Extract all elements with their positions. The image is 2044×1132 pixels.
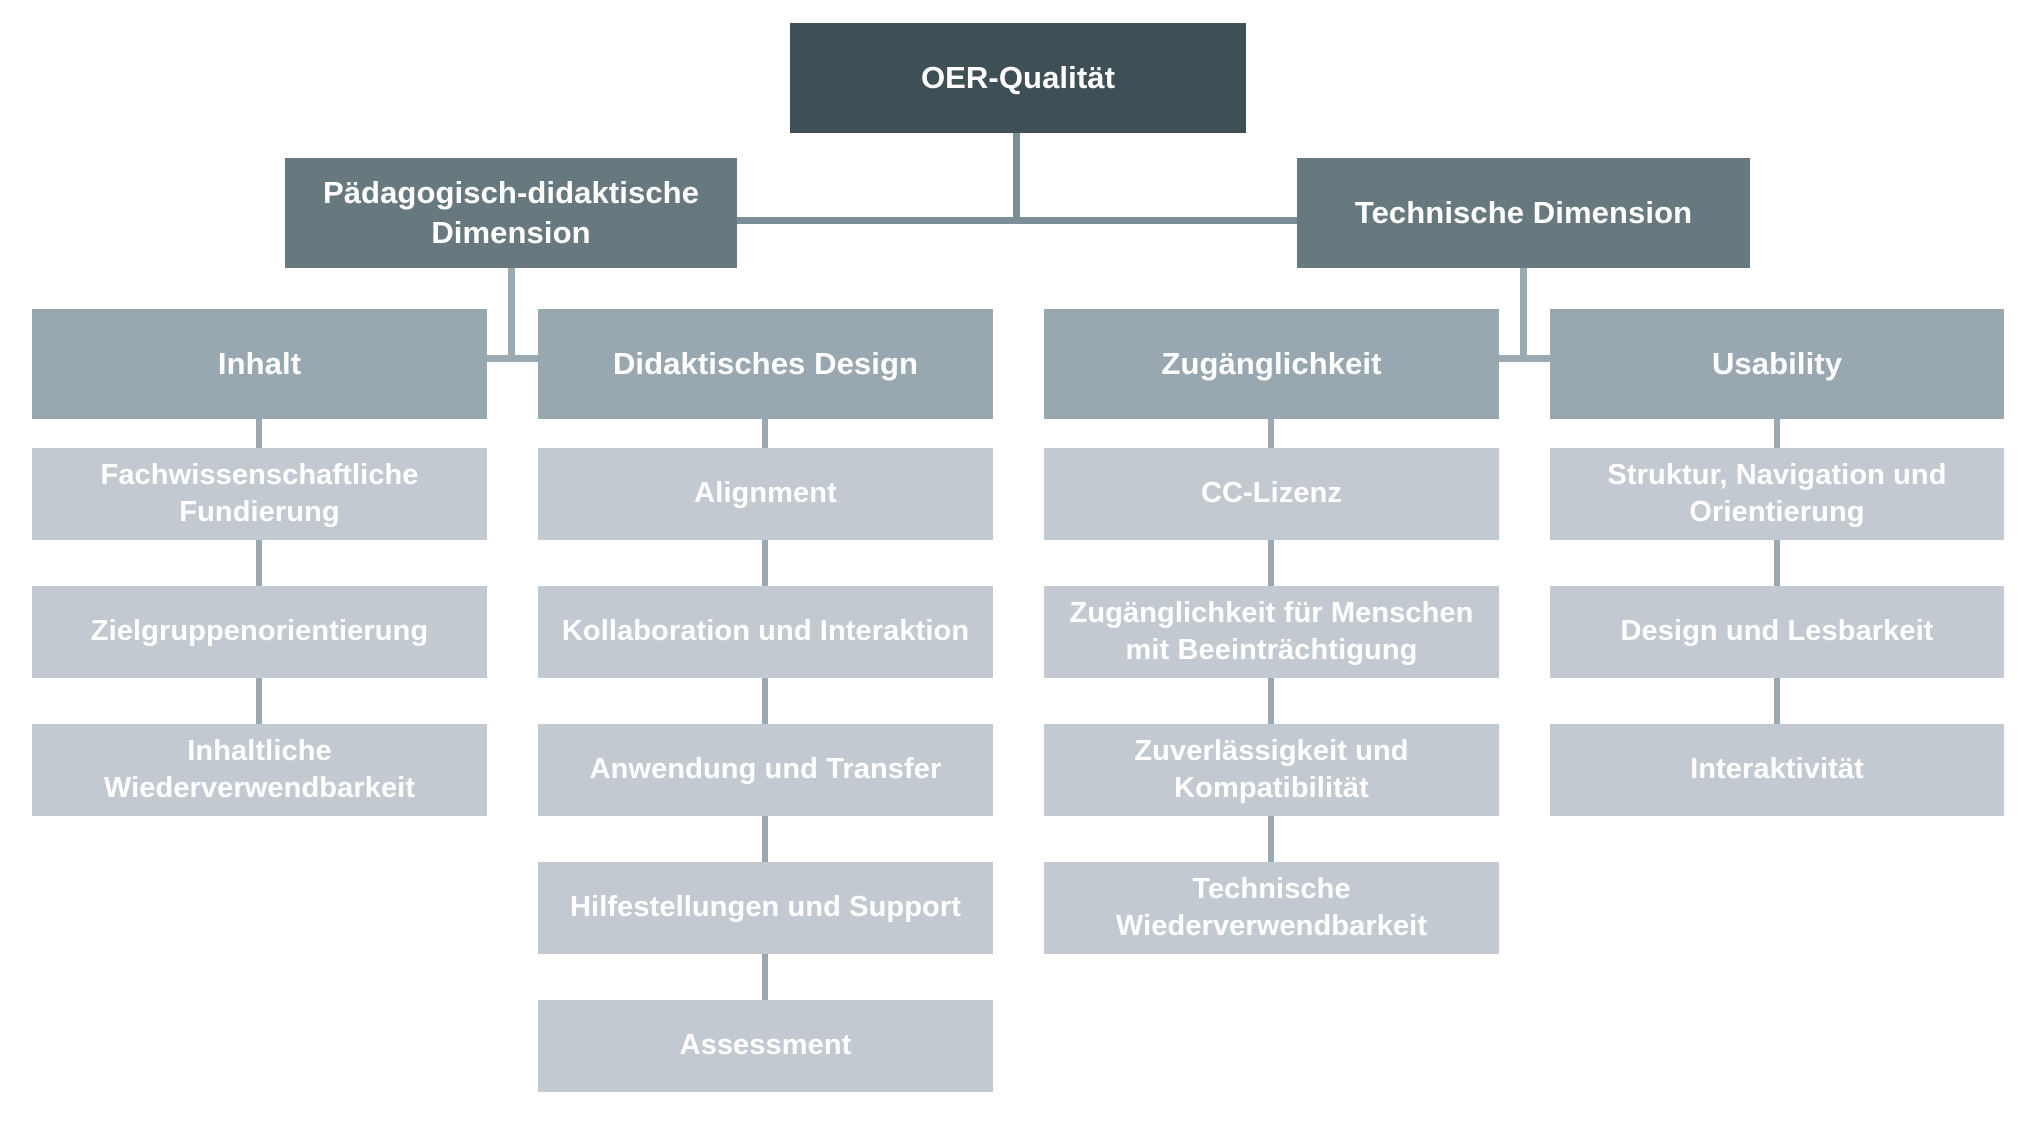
node-criterion-assessment[interactable]: Assessment: [538, 1000, 993, 1092]
node-criterion-interaktivitaet[interactable]: Interaktivität: [1550, 724, 2004, 816]
node-criterion-inhaltliche-wiederverwendbarkeit[interactable]: Inhaltliche Wiederverwendbarkeit: [32, 724, 487, 816]
connector-dimensions-bar: [737, 217, 1297, 224]
node-criterion-technische-wiederverwendbarkeit[interactable]: Technische Wiederverwendbarkeit: [1044, 862, 1499, 954]
node-criterion-hilfestellungen-und-support[interactable]: Hilfestellungen und Support: [538, 862, 993, 954]
node-dimension-technische[interactable]: Technische Dimension: [1297, 158, 1750, 268]
connector-column-didaktisches-design-spine: [762, 419, 768, 1011]
connector-pedagogical-children-bar: [487, 355, 565, 362]
connector-root-stem: [1013, 133, 1020, 223]
node-criterion-zugaenglichkeit-fuer-menschen-mit-beeintraechtigung[interactable]: Zugänglichkeit für Menschen mit Beeinträ…: [1044, 586, 1499, 678]
node-dimension-paedagogisch-didaktische[interactable]: Pädagogisch-didaktische Dimension: [285, 158, 737, 268]
node-criterion-cc-lizenz[interactable]: CC-Lizenz: [1044, 448, 1499, 540]
node-criterion-anwendung-und-transfer[interactable]: Anwendung und Transfer: [538, 724, 993, 816]
connector-technical-stem: [1520, 268, 1527, 361]
node-root-oer-qualitaet[interactable]: OER-Qualität: [790, 23, 1246, 133]
node-category-didaktisches-design[interactable]: Didaktisches Design: [538, 309, 993, 419]
connector-column-usability-spine: [1774, 419, 1780, 727]
node-criterion-zielgruppenorientierung[interactable]: Zielgruppenorientierung: [32, 586, 487, 678]
connector-column-inhalt-spine: [256, 419, 262, 727]
node-criterion-fachwissenschaftliche-fundierung[interactable]: Fachwissenschaftliche Fundierung: [32, 448, 487, 540]
node-criterion-alignment[interactable]: Alignment: [538, 448, 993, 540]
connector-technical-children-bar: [1499, 355, 1577, 362]
node-category-inhalt[interactable]: Inhalt: [32, 309, 487, 419]
node-criterion-struktur-navigation-und-orientierung[interactable]: Struktur, Navigation und Orientierung: [1550, 448, 2004, 540]
node-category-zugaenglichkeit[interactable]: Zugänglichkeit: [1044, 309, 1499, 419]
node-category-usability[interactable]: Usability: [1550, 309, 2004, 419]
node-criterion-kollaboration-und-interaktion[interactable]: Kollaboration und Interaktion: [538, 586, 993, 678]
node-criterion-design-und-lesbarkeit[interactable]: Design und Lesbarkeit: [1550, 586, 2004, 678]
node-criterion-zuverlaessigkeit-und-kompatibilitaet[interactable]: Zuverlässigkeit und Kompatibilität: [1044, 724, 1499, 816]
connector-pedagogical-stem: [508, 268, 515, 361]
